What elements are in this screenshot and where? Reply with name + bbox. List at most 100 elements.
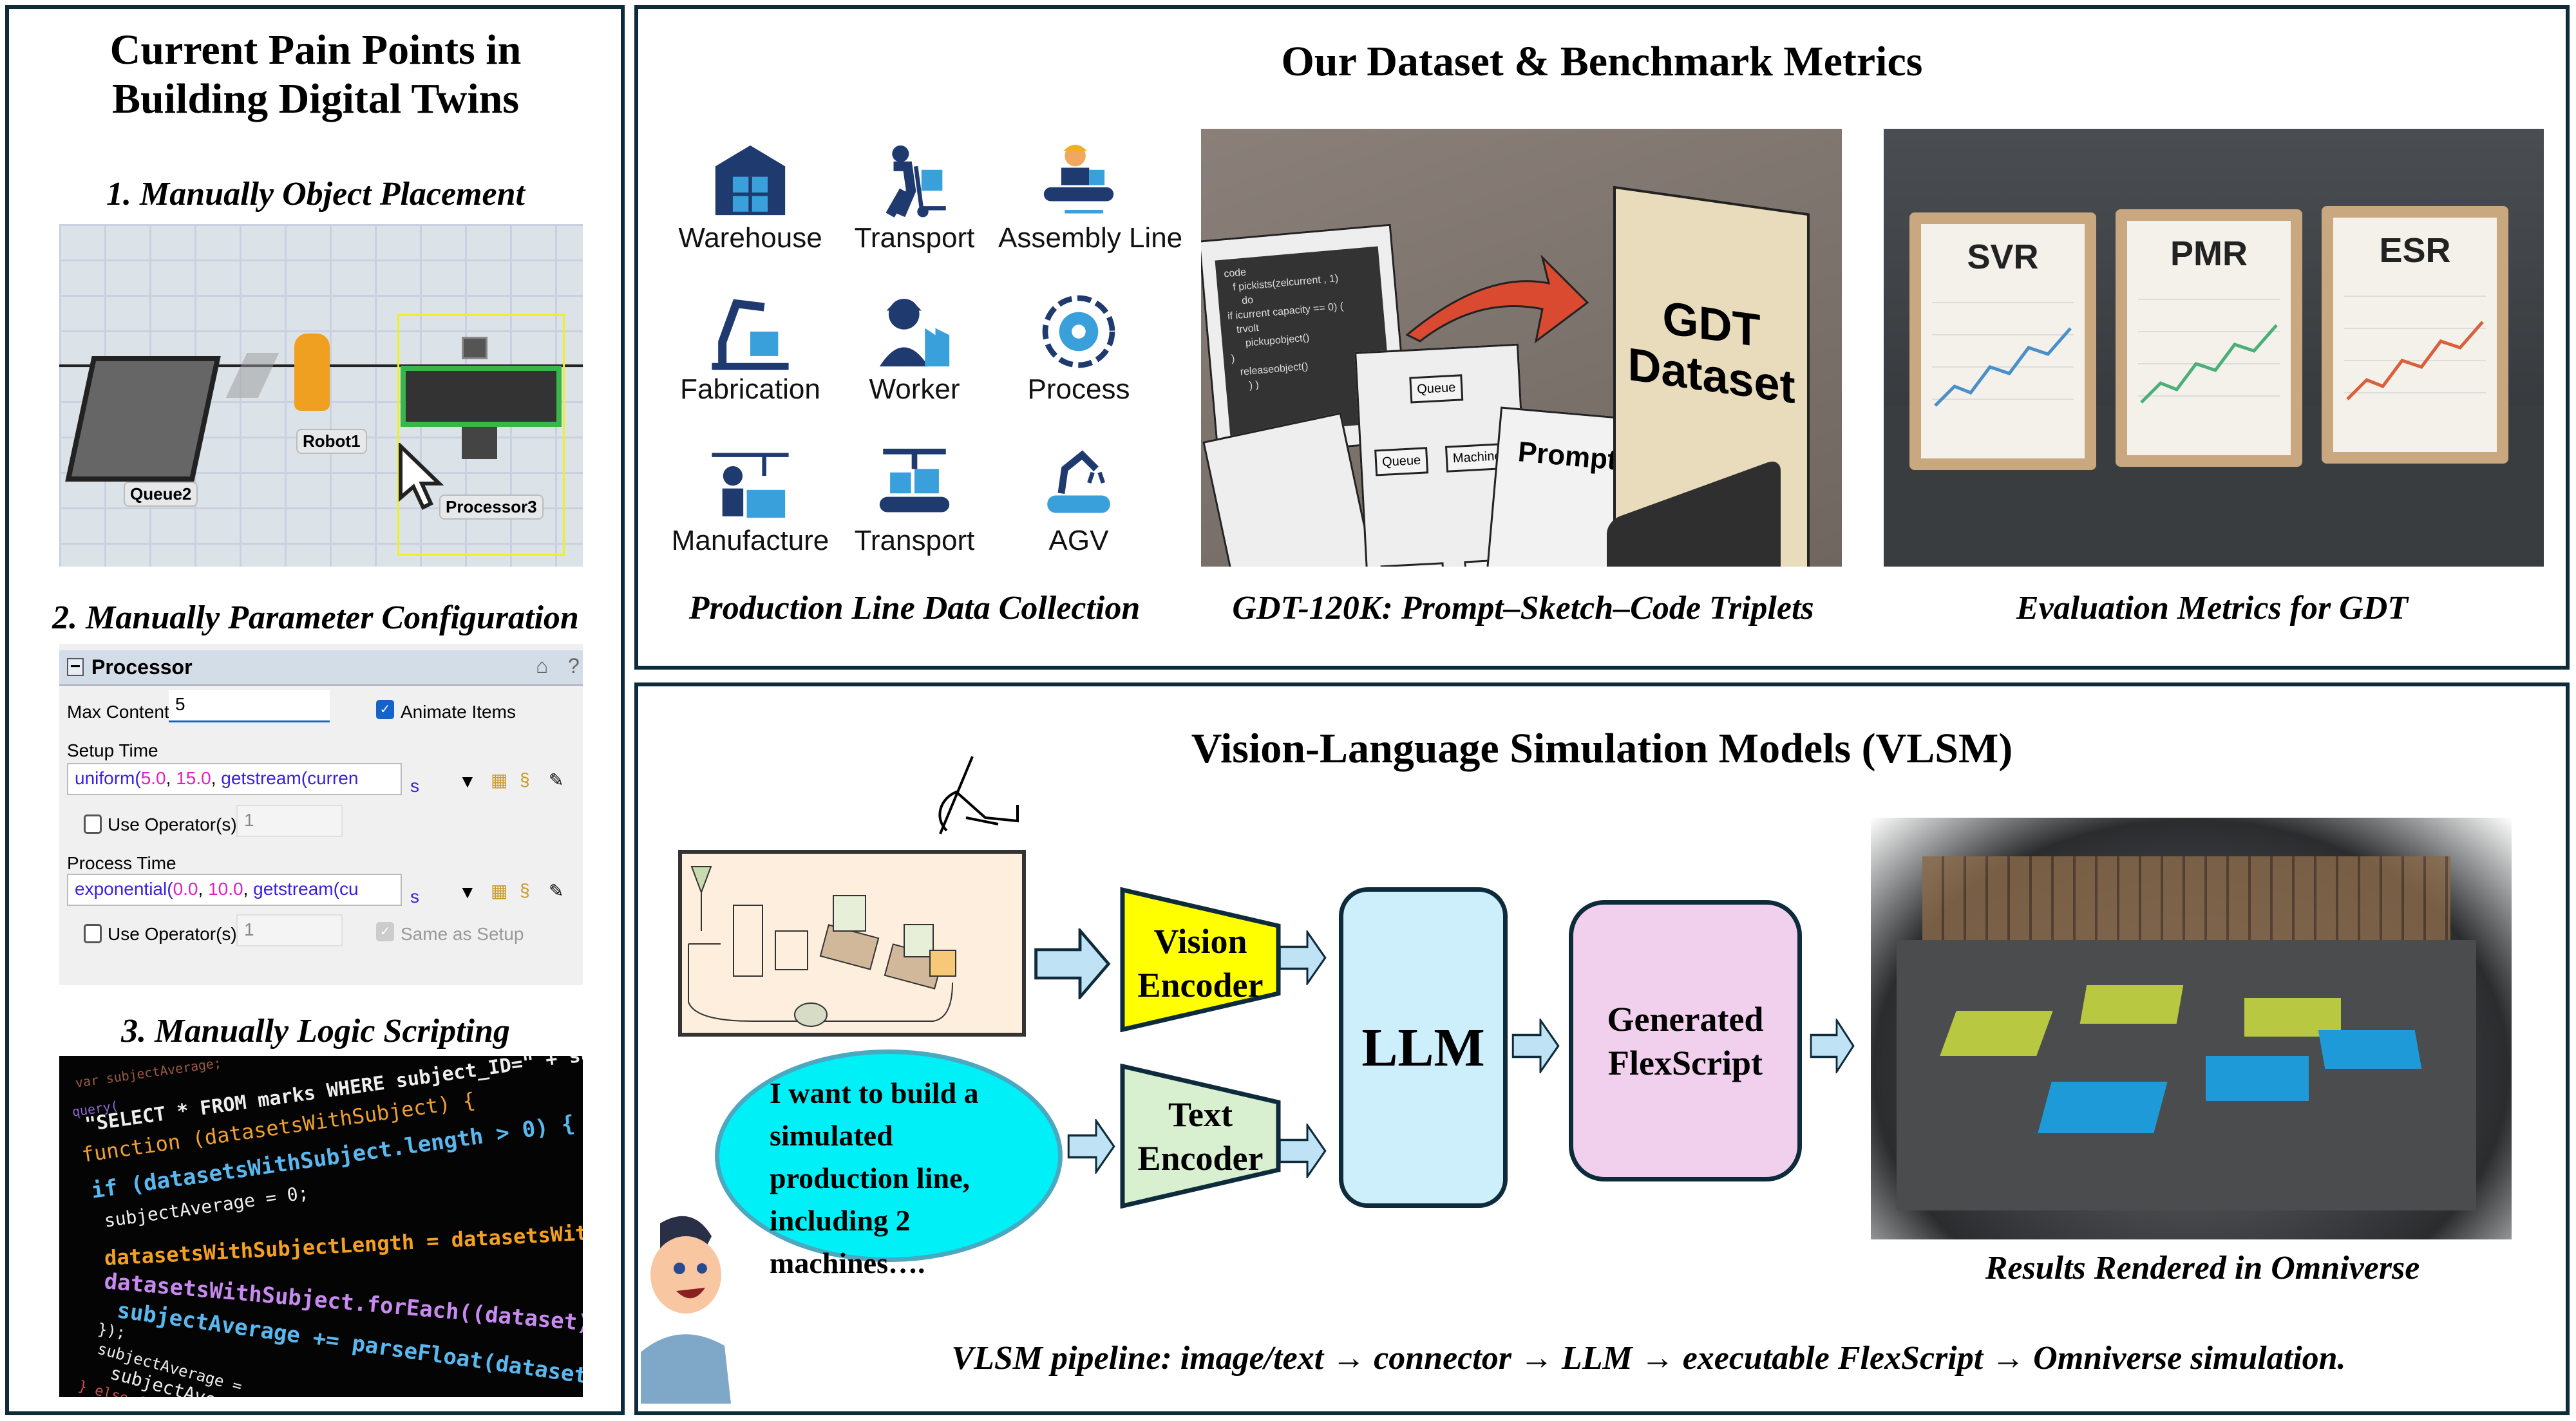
panel-header: − Processor ⌂ ? [59,650,583,686]
red-arrow-icon [1405,254,1589,344]
process-time-input[interactable]: exponential(0.0, 10.0, getstream(cu [67,874,402,906]
metric-label: ESR [2379,231,2451,270]
metric-trend-line [2344,296,2486,400]
process-time-label: Process Time [67,853,176,873]
setup-dropdown-arrow[interactable]: ▼ [459,771,477,791]
cursor-icon [399,443,444,511]
omniverse-render [1871,818,2512,1239]
robot-label: Robot1 [296,429,367,454]
robot-arm-icon [712,299,789,370]
help-button[interactable]: ? [568,654,580,677]
conveyor-worker-icon [1043,144,1114,214]
user-avatar [641,1216,731,1404]
category-assembly-line: Assembly Line [998,138,1182,254]
use-operator-checkbox[interactable] [84,814,102,834]
metric-card-esr: ESR [2322,206,2508,464]
properties-menu-icon[interactable]: ⌂ [536,654,549,677]
max-content-label: Max Content [67,702,169,722]
rest: getstream(curren [221,768,359,788]
llm-block: LLM [1339,887,1508,1208]
dataset-panel-title: Our Dataset & Benchmark Metrics [1281,38,1923,85]
animate-items-checkbox[interactable]: ✓ [376,700,394,719]
category-label: AGV [1048,525,1109,556]
same-as-setup-checkbox[interactable]: ✓ [376,922,394,941]
metric-label: PMR [2170,234,2248,273]
collapse-button[interactable]: − [67,657,84,676]
fn: exponential( [75,879,173,899]
category-label: Transport [854,222,975,254]
operator-count-input[interactable]: 1 [236,805,343,837]
sketch-node: Machine [1380,562,1445,567]
drawing-hand-icon [938,756,1019,834]
conveyor-icon [879,448,950,513]
category-label: Warehouse [678,222,822,254]
text-encoder: Text Encoder [1120,1064,1281,1209]
metric-card-pmr: PMR [2116,209,2302,467]
script-icon[interactable]: § [520,880,530,900]
operator-count-input-2[interactable]: 1 [236,914,343,946]
sep: , [211,768,222,788]
vlsm-panel-title: Vision-Language Simulation Models (VLSM) [1191,725,2013,772]
vision-encoder-label-1: Vision [1153,922,1247,961]
flow-arrow-icon [1278,930,1327,985]
metric-trend-line [1932,302,2074,407]
script-icon[interactable]: § [520,769,530,789]
code-screenshot: var subjectAverage; query( "SELECT * FRO… [59,1056,583,1397]
eyedropper-icon[interactable]: ✎ [549,881,564,901]
flow-arrow-icon [1810,1019,1855,1073]
fn: uniform( [75,768,141,788]
category-label: Transport [854,525,975,556]
result-caption: Results Rendered in Omniverse [1985,1250,2420,1286]
manufacture-icon [712,453,789,518]
sep: , [243,879,254,899]
sketch-node: Queue [1409,374,1464,404]
processor-label: Processor3 [439,494,544,520]
panel-title: Processor [91,655,193,679]
sketch-node: Queue [1374,447,1429,476]
category-label: Assembly Line [998,222,1183,254]
pain-points-title: Current Pain Points in Building Digital … [19,26,612,124]
queue-label: Queue2 [124,482,198,507]
use-operator-label: Use Operator(s) [108,814,237,834]
caption-gdt-triplets: GDT-120K: Prompt–Sketch–Code Triplets [1232,590,1814,626]
generated-label-1: Generated [1607,999,1764,1039]
metric-card-svr: SVR [1909,212,2096,470]
category-manufacture: Manufacture [670,441,831,557]
max-content-input[interactable]: 5 [169,690,330,722]
metric-label: SVR [1967,238,2039,276]
llm-label: LLM [1361,1017,1485,1078]
object-placement-scene: Queue2 Robot1 Processor3 [59,224,583,567]
category-label: Manufacture [671,525,829,556]
setup-time-input[interactable]: uniform(5.0, 15.0, getstream(curren [67,763,402,795]
use-operator-label-2: Use Operator(s) [108,924,237,944]
category-process: Process [998,290,1159,406]
rest: getstream(cu [253,879,359,899]
animate-items-label: Animate Items [401,702,516,722]
arg-a: 5.0 [140,768,166,788]
title-line-1: Current Pain Points in [109,26,522,73]
gear-cycle-icon [1042,295,1115,368]
speech-text: I want to build a simulated production l… [770,1077,979,1279]
hand-truck-icon [886,145,946,218]
category-agv: AGV [998,441,1159,557]
vlsm-panel [634,682,2570,1415]
process-dropdown-arrow[interactable]: ▼ [459,882,477,902]
category-worker: Worker [834,290,995,406]
code-line: var subjectAverage; [74,1056,223,1091]
properties-icon[interactable]: ▦ [491,770,508,790]
code-line: datasetsWithSubjectLength = datasetsWith… [104,1218,583,1270]
eyedropper-icon[interactable]: ✎ [549,770,564,790]
robot-arm [294,334,330,411]
category-fabrication: Fabrication [670,290,831,406]
properties-icon[interactable]: ▦ [491,881,508,901]
category-warehouse: Warehouse [670,138,831,254]
section-2-heading: 2. Manually Parameter Configuration [52,599,579,636]
robot-object [225,353,279,398]
caption-data-collection: Production Line Data Collection [688,590,1141,626]
processor-properties-panel: − Processor ⌂ ? Max Content 5 ✓ Animate … [59,644,583,985]
worker-factory-icon [879,299,950,367]
flow-arrow-icon [1278,1124,1327,1178]
setup-unit: s [410,776,419,796]
use-operator-checkbox-2[interactable] [84,924,102,943]
dataset-panel [634,5,2570,670]
